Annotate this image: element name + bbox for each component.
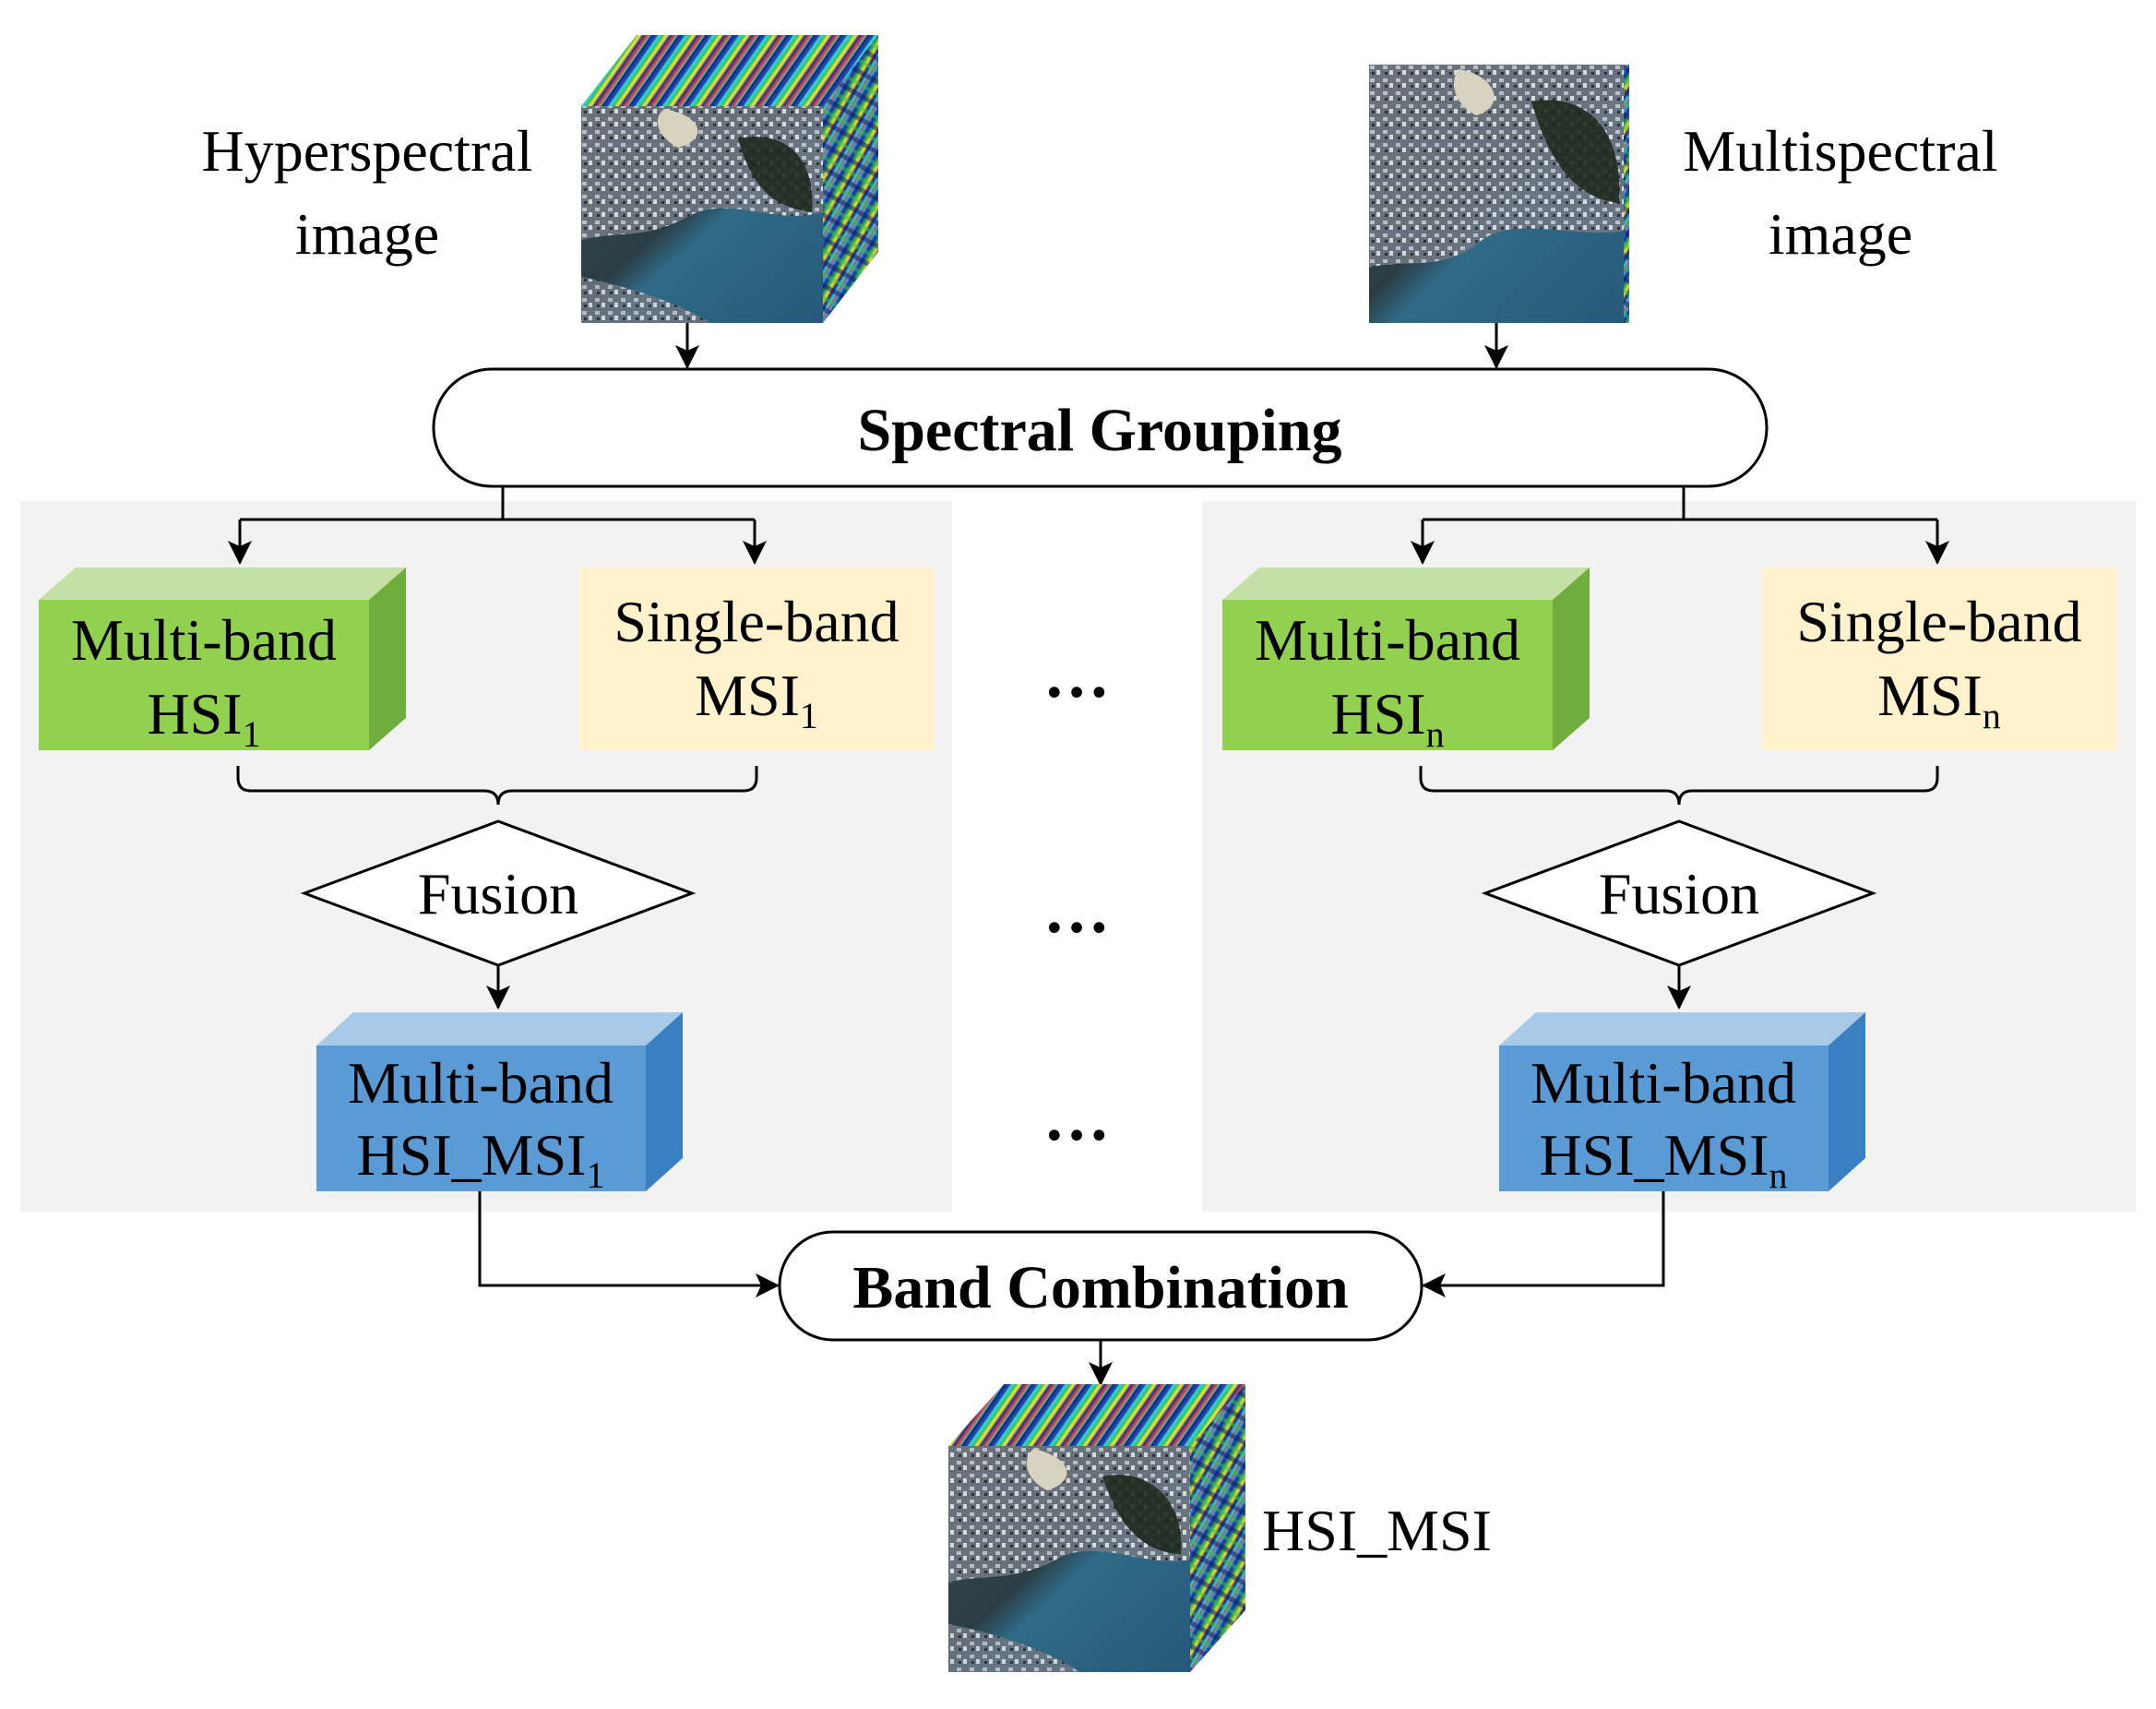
hyperspectral-label-line1: Hyperspectral bbox=[202, 118, 533, 184]
hyperspectral-label-line2: image bbox=[295, 201, 439, 267]
arrow-out-1-to-combination bbox=[478, 1191, 780, 1297]
multi-band-hsi-msi-1-box bbox=[316, 1012, 683, 1191]
fusion-n-label: Fusion bbox=[1599, 861, 1759, 926]
out-n-line1: Multi-band bbox=[1531, 1050, 1796, 1116]
arrow-out-n-to-combination bbox=[1422, 1191, 1665, 1297]
ellipsis-row-3: … bbox=[1043, 1081, 1110, 1154]
brace-1 bbox=[236, 766, 758, 806]
hsi-n-line2: HSIn bbox=[1330, 681, 1444, 755]
msi-1-line1: Single-band bbox=[613, 589, 899, 654]
spectral-grouping-label: Spectral Grouping bbox=[857, 397, 1341, 464]
hsi-msi-output-cube bbox=[948, 1384, 1245, 1672]
brace-n bbox=[1419, 766, 1939, 806]
spectral-grouping-box bbox=[432, 367, 1769, 488]
hsi-1-line2: HSI1 bbox=[147, 681, 260, 755]
multi-band-hsi-n-box bbox=[1222, 568, 1590, 750]
hsi-1-line1: Multi-band bbox=[71, 607, 337, 673]
multispectral-image bbox=[1369, 65, 1629, 323]
multi-band-hsi-msi-n-box bbox=[1499, 1012, 1865, 1191]
band-combination-label: Band Combination bbox=[852, 1254, 1348, 1321]
multi-band-hsi-1-box bbox=[39, 568, 406, 750]
grouping-branches bbox=[240, 486, 1937, 521]
single-band-msi-n-box bbox=[1762, 568, 2117, 750]
multispectral-label-line2: image bbox=[1769, 201, 1912, 267]
fusion-1-label: Fusion bbox=[418, 861, 578, 926]
ellipsis-row-2: … bbox=[1043, 873, 1110, 947]
hyperspectral-cube-image bbox=[581, 35, 878, 323]
msi-1-line2: MSI1 bbox=[695, 663, 818, 736]
single-band-msi-1-box bbox=[579, 568, 935, 750]
multispectral-label-line1: Multispectral bbox=[1683, 118, 1997, 184]
hsi-n-line1: Multi-band bbox=[1255, 607, 1520, 673]
msi-n-line2: MSIn bbox=[1877, 663, 2001, 736]
out-n-line2: HSI_MSIn bbox=[1540, 1122, 1788, 1196]
out-1-line2: HSI_MSI1 bbox=[357, 1122, 605, 1196]
msi-n-line1: Single-band bbox=[1796, 589, 2081, 654]
ellipsis-row-1: … bbox=[1043, 638, 1110, 711]
output-label: HSI_MSI bbox=[1262, 1498, 1492, 1563]
out-1-line1: Multi-band bbox=[348, 1050, 613, 1116]
